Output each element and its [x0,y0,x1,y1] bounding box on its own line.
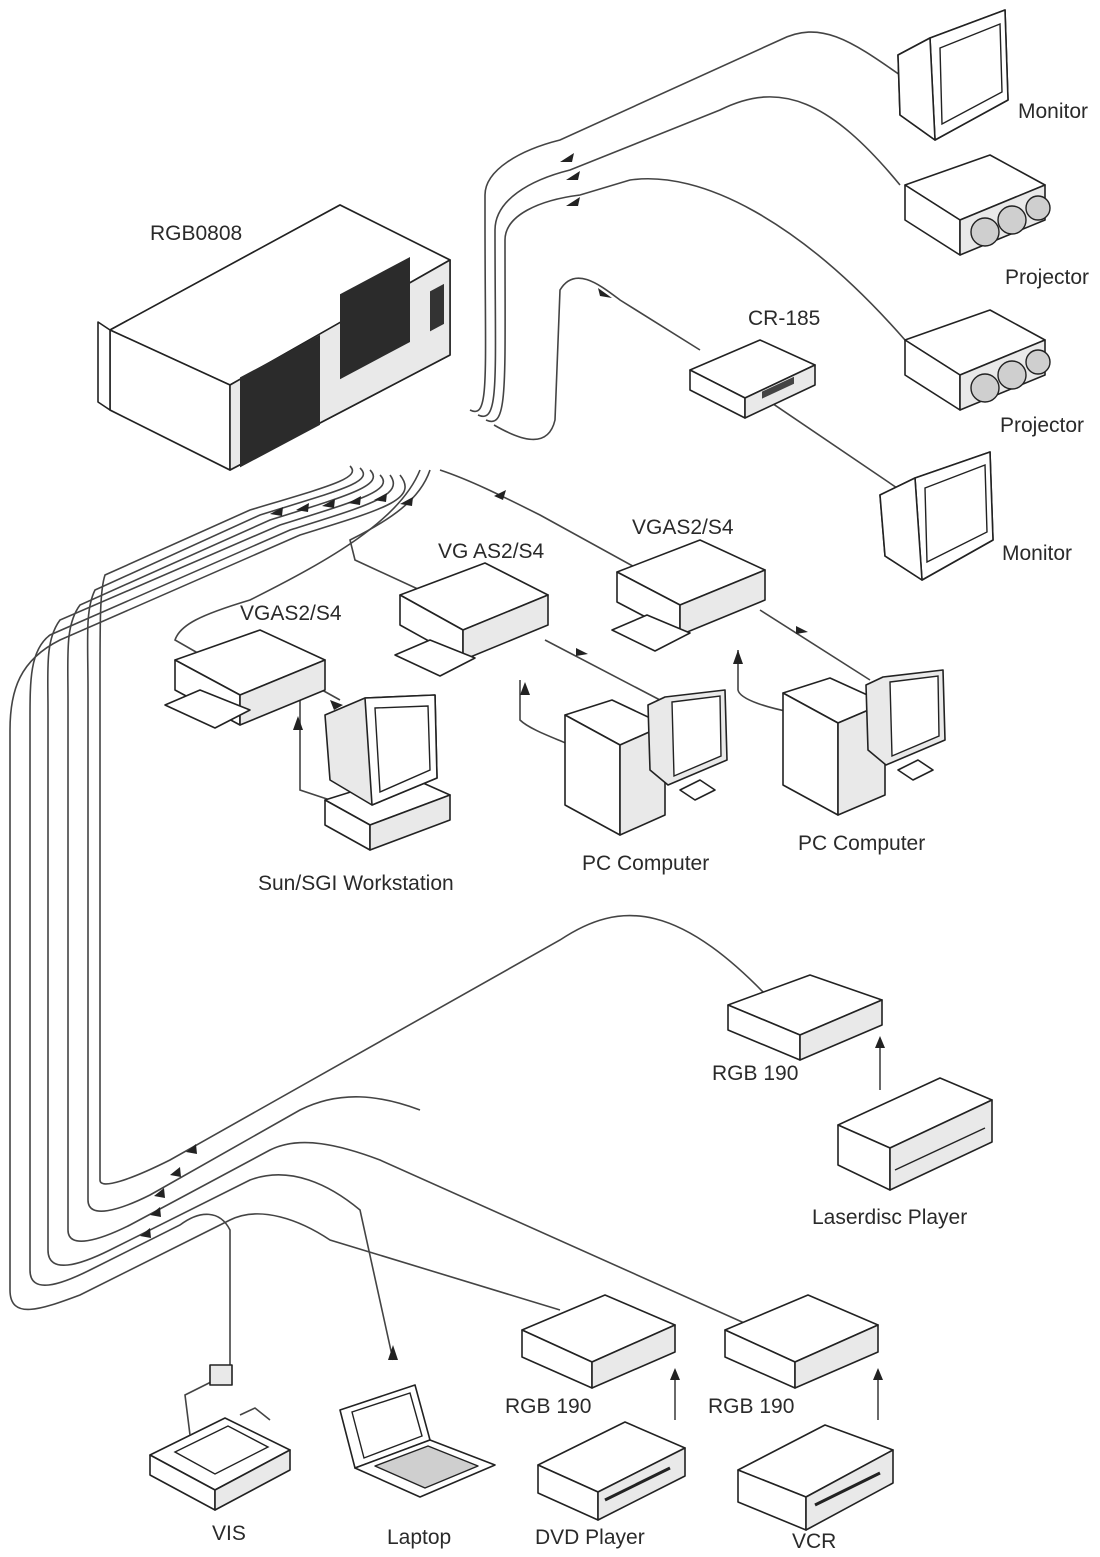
arrow-6 [270,507,283,516]
label-projector-2: Projector [1000,414,1084,437]
label-laptop: Laptop [387,1526,451,1549]
arrow-2 [566,171,580,180]
arrow-14 [154,1188,165,1198]
cable-matrix-to-cr185 [493,277,701,441]
cr185-device [689,339,816,419]
cable-loop-4 [66,469,761,1331]
label-rgb190-a: RGB 190 [712,1062,798,1085]
laserdisc-player [837,1077,993,1191]
arrow-17 [388,1345,398,1360]
laptop-device [339,1384,496,1498]
cable-vgas2-to-pc1-2 [544,639,661,701]
arrow-23 [875,1036,885,1048]
cable-vgas2-to-matrix [349,469,431,591]
cable-loop-6 [99,465,781,1185]
arrow-3 [566,197,580,206]
arrow-1 [560,153,574,162]
arrow-12 [186,1144,197,1154]
label-vgas-1: VGAS2/S4 [240,602,342,625]
cable-matrix-to-monitor [469,31,901,413]
arrow-25 [873,1368,883,1380]
arrows [140,153,885,1380]
vgas-1-device [164,629,326,729]
monitor-mid [879,451,994,581]
arrow-15 [150,1207,161,1217]
label-vcr: VCR [792,1530,836,1553]
arrow-13 [170,1167,181,1177]
label-rgb190-c: RGB 190 [708,1395,794,1418]
monitor-top [897,9,1009,141]
matrix-connector-grid [240,256,410,468]
arrow-4 [598,288,612,298]
arrow-22 [576,648,588,656]
cable-matrix-to-projector-1 [477,96,901,418]
rgb0808-matrix [97,204,451,471]
rgb190-b-device [521,1294,676,1389]
label-monitor-top: Monitor [1018,100,1088,123]
arrow-16 [140,1228,151,1238]
label-pc-1: PC Computer [582,852,709,875]
label-vgas-3: VGAS2/S4 [632,516,734,539]
sun-sgi-workstation [324,694,451,851]
label-sun-sgi: Sun/SGI Workstation [258,872,454,895]
arrow-24 [670,1368,680,1380]
cable-vgas1-to-sun-2 [321,689,341,701]
projector-2 [904,309,1051,411]
rgb190-c-device [724,1294,879,1389]
arrow-26 [330,700,343,710]
arrow-18 [520,682,530,695]
cables [9,31,906,1420]
vgas-3-device [611,539,766,652]
arrow-5 [494,490,506,500]
vis-device [149,1364,291,1511]
dvd-player [537,1421,686,1521]
cable-loop-5 [86,467,421,1212]
pc-computer-2 [782,669,946,816]
cable-vgas1-to-matrix [174,469,421,661]
label-cr185: CR-185 [748,307,820,330]
arrow-10 [374,493,387,502]
labels: RGB0808 Monitor Projector Projector CR-1… [150,100,1089,1553]
cable-vgas3-to-pc2-2 [759,609,871,681]
arrow-11 [400,497,413,506]
cable-loop-3 [46,474,394,1361]
vcr-device [737,1424,894,1531]
label-rgb0808: RGB0808 [150,222,242,245]
vgas-2-device [394,562,549,677]
label-dvd: DVD Player [535,1526,645,1549]
projector-1 [904,154,1051,256]
arrow-20 [733,650,743,664]
cable-cr185-to-monitor [759,394,901,491]
arrow-8 [322,499,335,508]
label-projector-1: Projector [1005,266,1089,289]
arrow-9 [348,496,361,505]
label-vgas-2: VG AS2/S4 [438,540,545,563]
arrow-7 [296,503,309,512]
label-rgb190-b: RGB 190 [505,1395,591,1418]
cable-vgas3-to-matrix [439,469,641,571]
cable-matrix-to-projector-2 [485,178,906,423]
label-pc-2: PC Computer [798,832,925,855]
cable-loop-2 [29,474,395,1370]
cable-loop-1 [9,474,561,1311]
rgb190-a-device [727,974,883,1061]
arrow-19 [293,716,303,730]
label-monitor-mid: Monitor [1002,542,1072,565]
label-vis: VIS [212,1522,246,1545]
pc-computer-1 [564,689,728,836]
arrow-21 [796,626,808,634]
label-laserdisc: Laserdisc Player [812,1206,967,1229]
